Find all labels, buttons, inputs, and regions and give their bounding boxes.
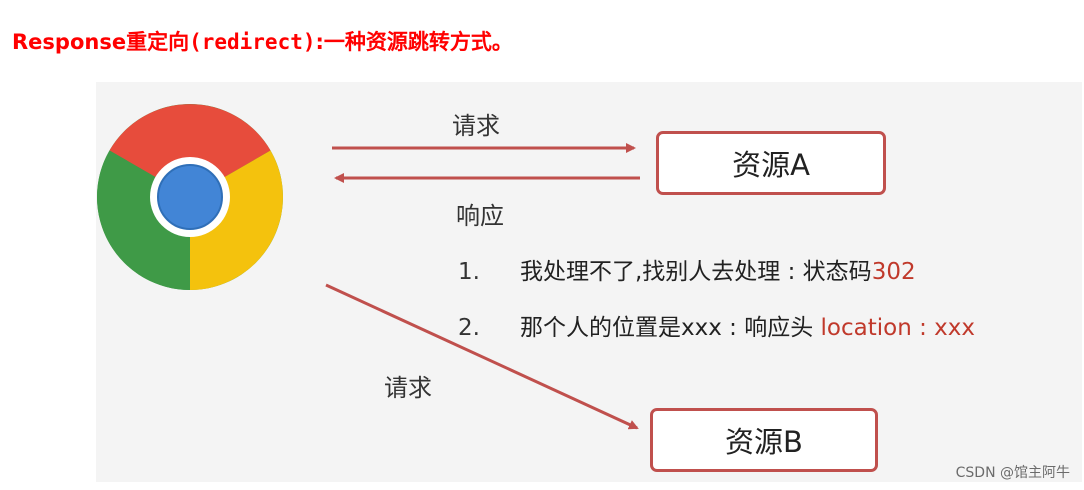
chrome-icon [97, 104, 283, 290]
step-2-location-header: location : xxx [820, 315, 975, 341]
step-1: 1. 我处理不了,找别人去处理 : 状态码302 [458, 252, 916, 286]
resource-a-box: 资源A [656, 131, 886, 195]
response-label: 响应 [456, 202, 504, 230]
title-suffix: :一种资源跳转方式。 [315, 30, 513, 54]
resource-a-label: 资源A [732, 148, 810, 182]
resource-b-box: 资源B [650, 408, 878, 472]
step-2-text: 那个人的位置是xxx : 响应头 [520, 315, 821, 341]
request-label-top: 请求 [452, 112, 500, 140]
step-2: 2. 那个人的位置是xxx : 响应头 location : xxx [458, 308, 975, 342]
step-1-text: 我处理不了,找别人去处理 : 状态码 [520, 259, 872, 285]
title-prefix: Response重定向 [12, 30, 190, 54]
resource-b-label: 资源B [725, 425, 803, 459]
watermark: CSDN @馆主阿牛 [955, 465, 1070, 481]
page-title: Response重定向(redirect):一种资源跳转方式。 [12, 26, 513, 56]
title-code: (redirect) [189, 30, 316, 54]
request-label-bottom: 请求 [384, 374, 432, 402]
request-arrow-b [325, 283, 639, 430]
step-1-number: 1. [458, 259, 480, 285]
step-1-status-code: 302 [871, 259, 916, 285]
step-2-number: 2. [458, 315, 480, 341]
